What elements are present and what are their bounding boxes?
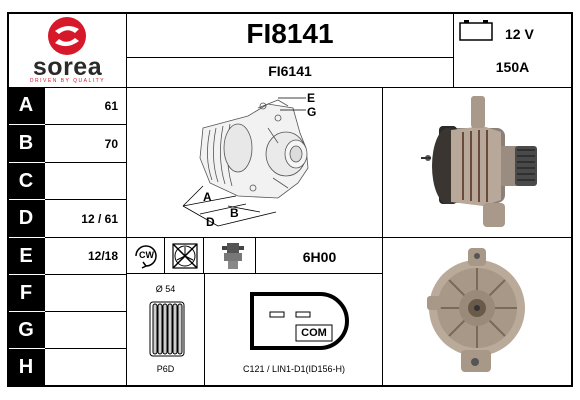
pulley-icon (148, 300, 186, 358)
clockwise-rotation-icon: CW (130, 242, 162, 270)
col-divider-logo (126, 12, 127, 387)
border-bottom (7, 385, 573, 387)
connector-plug-icon: COM (248, 290, 350, 352)
icon-divider-2 (203, 237, 204, 274)
no-fan-icon (170, 241, 200, 271)
icon-divider-3 (255, 237, 256, 274)
alternator-side-icon (421, 96, 537, 227)
alternator-sketch-icon (199, 99, 309, 199)
rotation-label: CW (139, 250, 154, 260)
pulley-diameter: Ø 54 (155, 284, 176, 294)
spec-value-c (45, 163, 125, 199)
diagram-label-g: G (307, 105, 317, 119)
brand-name: sorea (32, 53, 103, 81)
diagram-label-b: B (230, 206, 239, 220)
alt-part-number: FI6141 (268, 63, 312, 79)
spec-letter-b: B (7, 125, 45, 162)
spec-letter-c: C (7, 163, 45, 199)
border-right (571, 12, 573, 387)
spec-value-d: 12 / 61 (81, 211, 118, 226)
col-divider-header-right (453, 12, 454, 88)
value-row-sep (45, 162, 126, 163)
regulator-code: 6H00 (302, 249, 337, 265)
diagram-label-a: A (203, 190, 212, 204)
spec-letter-h: H (7, 349, 45, 385)
regulator-icon (220, 241, 246, 271)
amperage: 150A (495, 59, 530, 75)
diagram-label-e: E (307, 91, 316, 105)
spec-letter-a: A (7, 87, 45, 124)
connector-label: COM (301, 327, 327, 339)
pulley-type: P6D (156, 364, 175, 374)
diagram-label-d: D (206, 215, 215, 229)
spec-value-g (45, 312, 125, 348)
dimension-drawing: E G A B D (128, 88, 382, 237)
border-left (7, 12, 9, 387)
border-top (7, 12, 573, 14)
product-photo-side (383, 88, 571, 237)
header-divider (7, 87, 573, 88)
part-number: FI8141 (246, 18, 334, 49)
row-divider-middle (127, 237, 573, 238)
spec-value-e: 12/18 (87, 249, 118, 263)
spec-value-f (45, 275, 125, 311)
alternator-front-icon (427, 248, 525, 372)
spec-letter-g: G (7, 312, 45, 348)
sorea-logo-icon (48, 17, 86, 55)
value-row-sep (45, 237, 126, 238)
brand-logo: sorea DRIVEN BY QUALITY (9, 14, 126, 87)
spec-value-a: 61 (104, 98, 118, 113)
value-row-sep (45, 199, 126, 200)
voltage: 12 V (505, 26, 534, 42)
value-row-sep (45, 274, 126, 275)
spec-letter-d: D (7, 200, 45, 237)
logo-emblem (48, 17, 86, 55)
icon-divider-1 (164, 237, 165, 274)
pulley-divider (204, 273, 205, 387)
brand-tagline: DRIVEN BY QUALITY (29, 78, 106, 84)
header-mid-divider (127, 57, 453, 58)
product-photo-front (383, 238, 571, 385)
value-row-sep (45, 124, 126, 125)
value-row-sep (45, 311, 126, 312)
spec-value-b: 70 (104, 136, 118, 151)
spec-letter-e: E (7, 238, 45, 274)
spec-value-h (45, 349, 125, 385)
battery-icon (459, 19, 493, 46)
value-row-sep (45, 348, 126, 349)
dimension-lines (182, 97, 306, 227)
spec-letter-f: F (7, 275, 45, 311)
connector-code: C121 / LIN1-D1(ID156-H) (242, 364, 346, 374)
